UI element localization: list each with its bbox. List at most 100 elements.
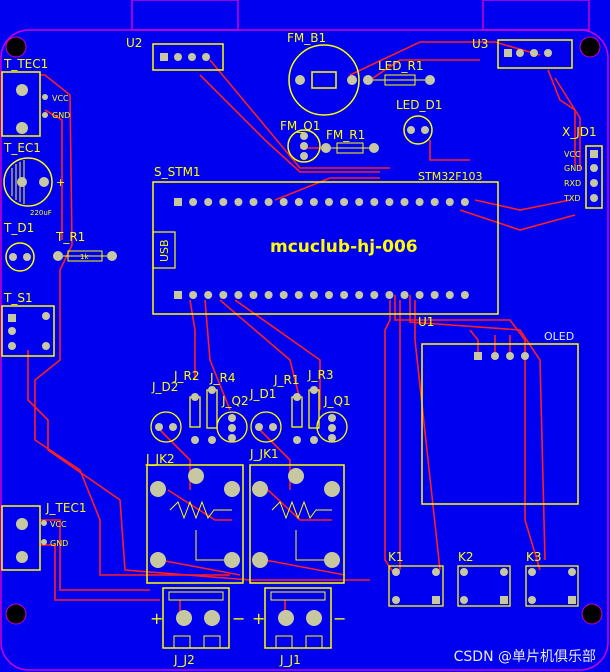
mcu-pin — [249, 198, 258, 206]
mcu-pin — [325, 198, 333, 206]
label-minus-2: − — [333, 609, 346, 628]
keys — [388, 565, 579, 607]
mcu-pin — [219, 291, 228, 299]
fm-r1-resistor — [321, 142, 379, 154]
mcu-pin — [430, 291, 439, 299]
mcu-pin — [249, 291, 258, 299]
mcu-pin — [385, 198, 394, 206]
stm32-module — [152, 181, 499, 315]
u3-header — [497, 39, 573, 69]
label-j-q2: J_Q2 — [221, 394, 249, 408]
mcu-pin — [430, 198, 439, 206]
label-plus-2: + — [252, 609, 265, 628]
label-j-r2: J_R2 — [173, 369, 200, 383]
mcu-pin — [234, 198, 243, 206]
label-j-d1: J_D1 — [249, 387, 276, 401]
led-d1 — [403, 115, 433, 145]
led-r1-resistor — [363, 74, 435, 86]
label-j-jk1: J_JK1 — [249, 447, 279, 461]
label-rxd: RXD — [564, 179, 581, 188]
mcu-pin — [415, 198, 424, 206]
keepout-top-left — [131, 0, 239, 31]
mcu-pin — [340, 198, 349, 206]
t-ec1-capacitor: + — [3, 157, 65, 207]
j-tec1-sensor — [1, 505, 47, 571]
label-k1: K1 — [388, 550, 404, 564]
mcu-pin — [460, 291, 469, 299]
mcu-pin — [219, 198, 228, 206]
label-j-r4: J_R4 — [209, 371, 236, 385]
mcu-pin — [460, 198, 469, 206]
mcu-pin — [355, 198, 364, 206]
fm-b1-buzzer — [288, 44, 360, 116]
label-j-tec1: J_TEC1 — [45, 501, 86, 515]
label-minus-1: − — [232, 609, 245, 628]
label-stm32: STM32F103 — [418, 170, 483, 183]
mcu-pin — [174, 291, 182, 299]
mcu-pin — [279, 291, 288, 299]
label-gnd-1: GND — [52, 111, 70, 120]
label-gnd-2: GND — [50, 539, 68, 548]
mcu-pin — [400, 198, 409, 206]
mcu-pin — [370, 291, 379, 299]
label-j-q1: J_Q1 — [323, 394, 351, 408]
mcu-pins-bottom — [174, 291, 469, 299]
mcu-pin — [189, 291, 198, 299]
mounting-holes — [5, 36, 603, 625]
label-t-ec1: T_EC1 — [3, 141, 41, 155]
fm-q1-transistor — [287, 129, 321, 163]
mcu-pin — [174, 198, 182, 206]
label-cap-value: 220uF — [30, 209, 52, 217]
t-s1-switch — [1, 305, 55, 357]
label-t-r1: T_R1 — [55, 230, 85, 244]
mcu-pin — [264, 291, 273, 299]
label-k2: K2 — [458, 550, 474, 564]
label-vcc-2: VCC — [50, 520, 67, 529]
label-r1k: 1k — [80, 253, 89, 261]
watermark: CSDN @单片机俱乐部 — [453, 649, 596, 665]
label-vcc-x: VCC — [564, 150, 581, 159]
mcu-pin — [445, 291, 454, 299]
label-t-d1: T_D1 — [3, 221, 34, 235]
mcu-pin — [294, 291, 303, 299]
mcu-pins-top — [174, 198, 469, 206]
mcu-pin — [309, 198, 318, 206]
label-t-s1: T_S1 — [3, 291, 33, 305]
mcu-pin — [445, 198, 454, 206]
mcu-pin — [189, 198, 198, 206]
label-k3: K3 — [526, 550, 542, 564]
keepout-top-right — [482, 0, 590, 31]
t-r1-resistor — [53, 250, 117, 262]
mcu-pin — [204, 291, 213, 299]
oled-display — [421, 343, 579, 505]
mcu-pin — [325, 291, 333, 299]
mcu-pin — [385, 291, 394, 299]
label-j-r1: J_R1 — [273, 373, 300, 387]
label-led-d1: LED_D1 — [396, 98, 442, 112]
label-gnd-x: GND — [564, 164, 582, 173]
label-j-j1: J_J1 — [279, 653, 301, 667]
label-u2: U2 — [126, 36, 142, 50]
label-led-r1: LED_R1 — [378, 59, 423, 73]
label-vcc-1: VCC — [52, 94, 69, 103]
label-oled: OLED — [544, 330, 574, 343]
label-plus-1: + — [150, 609, 163, 628]
label-j-j2: J_J2 — [173, 653, 195, 667]
label-u1: U1 — [418, 315, 434, 329]
terminal-j-j1 — [264, 587, 332, 649]
label-usb: USB — [158, 239, 171, 262]
u2-header — [152, 43, 224, 71]
label-u3: U3 — [472, 37, 488, 51]
t-d1-led — [5, 242, 35, 272]
mcu-pin — [355, 291, 364, 299]
label-txd: TXD — [563, 194, 581, 203]
label-j-jk2: J_JK2 — [145, 452, 175, 466]
mcu-pin — [340, 291, 349, 299]
mcu-pin — [370, 198, 379, 206]
mcu-pin — [279, 198, 288, 206]
label-j-r3: J_R3 — [307, 368, 334, 382]
label-s-stm1: S_STM1 — [154, 165, 201, 179]
relay-jk2 — [146, 464, 244, 584]
label-fm-b1: FM_B1 — [287, 31, 326, 45]
